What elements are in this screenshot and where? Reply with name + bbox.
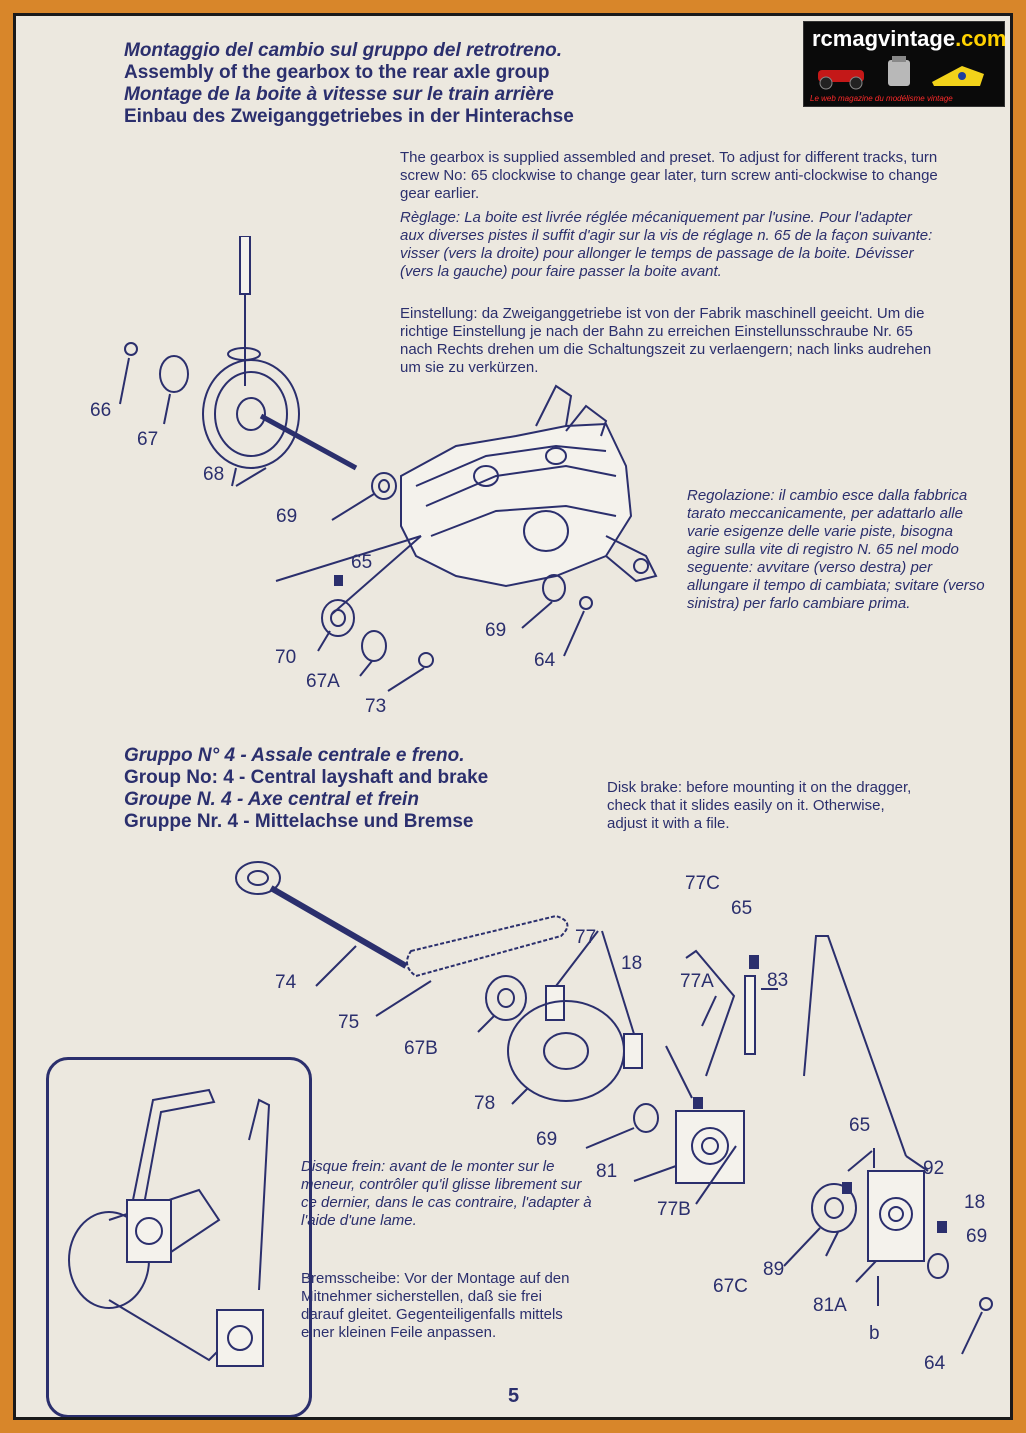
heading-de: Einbau des Zweiganggetriebes in der Hint… bbox=[124, 106, 574, 127]
brake-assembled-inset bbox=[46, 1057, 312, 1417]
part-label-66: 66 bbox=[90, 400, 112, 421]
assembled-brake-drawing bbox=[68, 1088, 271, 1367]
part-label-69: 69 bbox=[536, 1129, 558, 1150]
part-label-18-b: 18 bbox=[964, 1192, 986, 1213]
part-label-81: 81 bbox=[596, 1161, 618, 1182]
heading2-it: Gruppo N° 4 - Assale centrale e freno. bbox=[124, 745, 465, 766]
part-label-83: 83 bbox=[767, 970, 789, 991]
part-label-67a: 67A bbox=[306, 671, 340, 692]
part-label-70: 70 bbox=[275, 647, 297, 668]
site-logo[interactable]: rcmagvintage.com Le web magazine du modé… bbox=[803, 21, 1007, 107]
part-label-18-a: 18 bbox=[621, 953, 643, 974]
logo-tagline: Le web magazine du modélisme vintage bbox=[810, 94, 953, 103]
part-label-68: 68 bbox=[203, 464, 225, 485]
part-label-b: b bbox=[869, 1323, 880, 1344]
part-label-77a: 77A bbox=[680, 971, 714, 992]
brake-text-fr: Disque frein: avant de le monter sur le … bbox=[301, 1158, 592, 1229]
heading2-en: Group No: 4 - Central layshaft and brake bbox=[124, 767, 489, 788]
section2-heading: Gruppo N° 4 - Assale centrale e freno. G… bbox=[124, 745, 488, 833]
gearbox-text-en: The gearbox is supplied assembled and pr… bbox=[400, 149, 938, 202]
part-label-78: 78 bbox=[474, 1093, 496, 1114]
heading-fr: Montage de la boite à vitesse sur le tra… bbox=[124, 84, 554, 105]
gearbox-text-fr: Règlage: La boite est livrée réglée méca… bbox=[400, 209, 933, 280]
part-label-69-a: 69 bbox=[276, 506, 298, 527]
part-label-75: 75 bbox=[338, 1012, 360, 1033]
page-number: 5 bbox=[508, 1385, 520, 1407]
part-label-67: 67 bbox=[137, 429, 159, 450]
central-layshaft-diagram bbox=[235, 861, 993, 1355]
part-label-65: 65 bbox=[351, 552, 373, 573]
part-label-67c: 67C bbox=[713, 1276, 748, 1297]
brake-text-en: Disk brake: before mounting it on the dr… bbox=[607, 779, 912, 832]
part-label-65-a: 65 bbox=[731, 898, 753, 919]
gearbox-text-it: Regolazione: il cambio esce dalla fabbri… bbox=[687, 487, 985, 612]
gearbox-text-de: Einstellung: da Zweiganggetriebe ist von… bbox=[400, 305, 932, 376]
part-label-92: 92 bbox=[923, 1158, 945, 1179]
part-label-81a: 81A bbox=[813, 1295, 847, 1316]
part-label-74: 74 bbox=[275, 972, 297, 993]
part-label-69-b: 69 bbox=[485, 620, 507, 641]
heading2-de: Gruppe Nr. 4 - Mittelachse und Bremse bbox=[124, 811, 474, 832]
logo-text: rcmagvintage.com bbox=[812, 26, 1007, 51]
part-label-65-b: 65 bbox=[849, 1115, 871, 1136]
part-label-77c: 77C bbox=[685, 873, 720, 894]
brake-text-de: Bremsscheibe: Vor der Montage auf den Mi… bbox=[301, 1270, 570, 1341]
part-label-64-b: 64 bbox=[924, 1353, 946, 1374]
section1-heading: Montaggio del cambio sul gruppo del retr… bbox=[124, 40, 574, 128]
part-label-77b: 77B bbox=[657, 1199, 691, 1220]
part-label-64: 64 bbox=[534, 650, 556, 671]
gearbox-assembly-diagram bbox=[119, 236, 658, 692]
part-label-73: 73 bbox=[365, 696, 387, 717]
part-label-67b: 67B bbox=[404, 1038, 438, 1059]
part-label-77: 77 bbox=[575, 927, 597, 948]
heading2-fr: Groupe N. 4 - Axe central et frein bbox=[124, 789, 419, 810]
heading-it: Montaggio del cambio sul gruppo del retr… bbox=[124, 40, 563, 61]
part-label-89: 89 bbox=[763, 1259, 785, 1280]
part-label-69-c: 69 bbox=[966, 1226, 988, 1247]
logo-car-icon bbox=[818, 56, 984, 90]
heading-en: Assembly of the gearbox to the rear axle… bbox=[124, 62, 550, 83]
manual-page: rcmagvintage.com Le web magazine du modé… bbox=[13, 13, 1013, 1420]
